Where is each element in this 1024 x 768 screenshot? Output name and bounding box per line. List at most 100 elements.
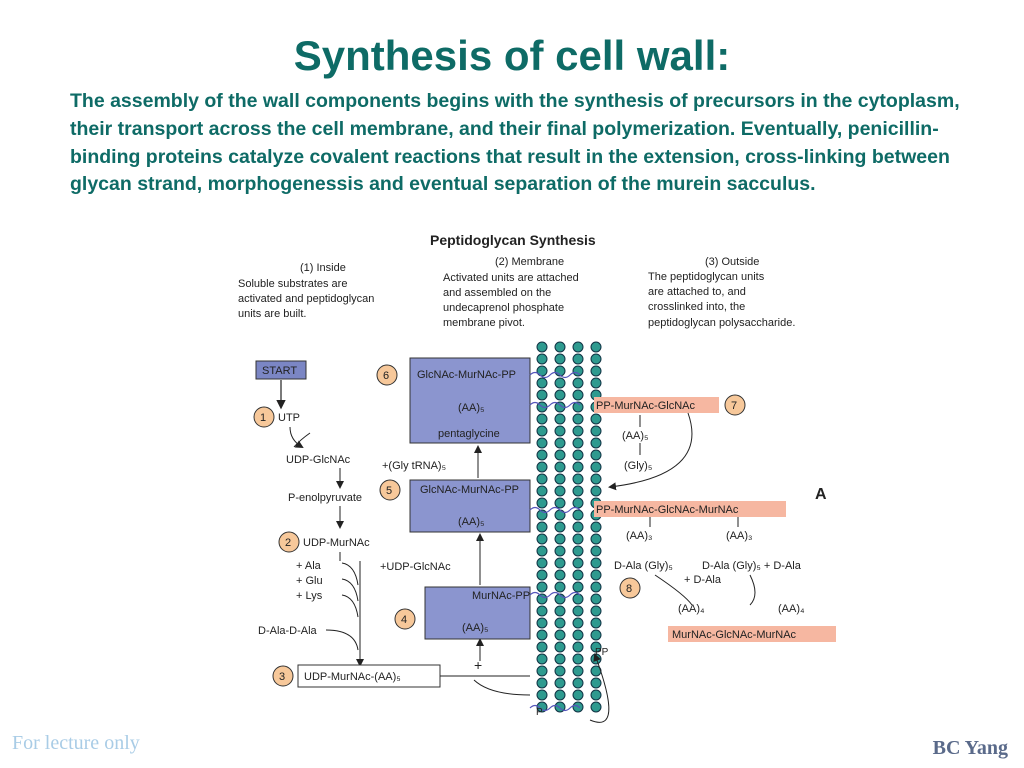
membrane-head [590, 365, 602, 377]
membrane-head [536, 341, 548, 353]
udp-glcnac-label: UDP-GlcNAc [286, 454, 351, 466]
col3-line5: peptidoglycan polysaccharide. [648, 317, 795, 329]
membrane-head [572, 365, 584, 377]
membrane-head [536, 629, 548, 641]
col1-line3: activated and peptidoglycan [238, 293, 374, 305]
membrane-head [536, 569, 548, 581]
membrane-head [536, 617, 548, 629]
membrane-head [536, 557, 548, 569]
plus-gly-trna-label: +(Gly tRNA)₅ [382, 460, 446, 472]
membrane-head [590, 425, 602, 437]
chain-label: PP-MurNAc-GlcNAc-MurNAc [596, 504, 739, 516]
plus-dala-label: + D-Ala [684, 574, 722, 586]
membrane-head [554, 617, 566, 629]
membrane-head [536, 665, 548, 677]
membrane-head [554, 581, 566, 593]
membrane-head [590, 377, 602, 389]
start-box [255, 360, 307, 380]
step5-number: 5 [386, 485, 392, 497]
membrane-head [590, 605, 602, 617]
membrane-head [590, 581, 602, 593]
pp-label: PP [595, 647, 609, 658]
membrane-head [554, 545, 566, 557]
membrane-head [536, 641, 548, 653]
membrane-head [554, 449, 566, 461]
col2-line2: Activated units are attached [443, 272, 579, 284]
step4-number: 4 [401, 614, 407, 626]
membrane-head [536, 413, 548, 425]
final-chain-label: MurNAc-GlcNAc-MurNAc [672, 629, 797, 641]
membrane-head [572, 473, 584, 485]
step3-circle [272, 665, 294, 687]
box4 [424, 586, 531, 640]
membrane-head [590, 437, 602, 449]
membrane-head [572, 605, 584, 617]
membrane-head [536, 593, 548, 605]
step8-number: 8 [626, 583, 632, 595]
plus-udp-glcnac-label: +UDP-GlcNAc [380, 561, 451, 573]
membrane-head [572, 377, 584, 389]
membrane-bilayer [536, 341, 602, 713]
membrane-head [536, 449, 548, 461]
box6-line1: GlcNAc-MurNAc-PP [417, 369, 516, 381]
col1-line4: units are built. [238, 308, 306, 320]
box5-line1: GlcNAc-MurNAc-PP [420, 484, 519, 496]
membrane-head [572, 677, 584, 689]
membrane-head [572, 521, 584, 533]
membrane-head [554, 353, 566, 365]
membrane-head [572, 569, 584, 581]
col3-line1: (3) Outside [705, 256, 759, 268]
diagram-heading: Peptidoglycan Synthesis [430, 232, 596, 248]
membrane-head [554, 677, 566, 689]
membrane-head [536, 545, 548, 557]
col3-line3: are attached to, and [648, 286, 746, 298]
membrane-head [572, 689, 584, 701]
membrane-head [590, 545, 602, 557]
chain-label-bg [594, 501, 786, 517]
membrane-head [536, 677, 548, 689]
membrane-head [572, 665, 584, 677]
membrane-head [554, 689, 566, 701]
description-paragraph: The assembly of the wall components begi… [70, 90, 960, 196]
udp-murnac-aa-label: UDP-MurNAc-(AA)₅ [304, 671, 401, 683]
membrane-head [536, 461, 548, 473]
membrane-head [536, 701, 548, 713]
membrane-head [590, 641, 602, 653]
p-enolpyruvate-label: P-enolpyruvate [288, 492, 362, 504]
step7-circle [724, 394, 746, 416]
box4-line1: MurNAc-PP [472, 590, 530, 602]
aa3-right-label: (AA)₃ [726, 530, 752, 542]
membrane-head [554, 509, 566, 521]
membrane-head [572, 557, 584, 569]
membrane-head [590, 485, 602, 497]
membrane-head [554, 377, 566, 389]
membrane-head [536, 581, 548, 593]
membrane-head [590, 593, 602, 605]
membrane-head [572, 485, 584, 497]
a-label: A [815, 486, 827, 503]
membrane-head [536, 473, 548, 485]
membrane-head [590, 629, 602, 641]
membrane-head [590, 521, 602, 533]
membrane-head [554, 665, 566, 677]
membrane-head [554, 653, 566, 665]
membrane-head [572, 389, 584, 401]
aa4-right-label: (AA)₄ [778, 603, 805, 615]
membrane-head [554, 497, 566, 509]
membrane-head [572, 497, 584, 509]
membrane-head [554, 473, 566, 485]
col3-line4: crosslinked into, the [648, 301, 745, 313]
step7-number: 7 [731, 400, 737, 412]
membrane-head [554, 569, 566, 581]
membrane-head [590, 617, 602, 629]
step6-circle [376, 364, 398, 386]
step3-number: 3 [279, 671, 285, 683]
dala-gly-left-label: D-Ala (Gly)₅ [614, 560, 673, 572]
membrane-head [554, 521, 566, 533]
membrane-head [572, 341, 584, 353]
membrane-head [554, 389, 566, 401]
membrane-head [554, 533, 566, 545]
membrane-head [536, 485, 548, 497]
step7-label: PP-MurNAc-GlcNAc [596, 400, 696, 412]
peptidoglycan-synthesis-diagram: Peptidoglycan Synthesis (1) Inside Solub… [238, 232, 836, 723]
